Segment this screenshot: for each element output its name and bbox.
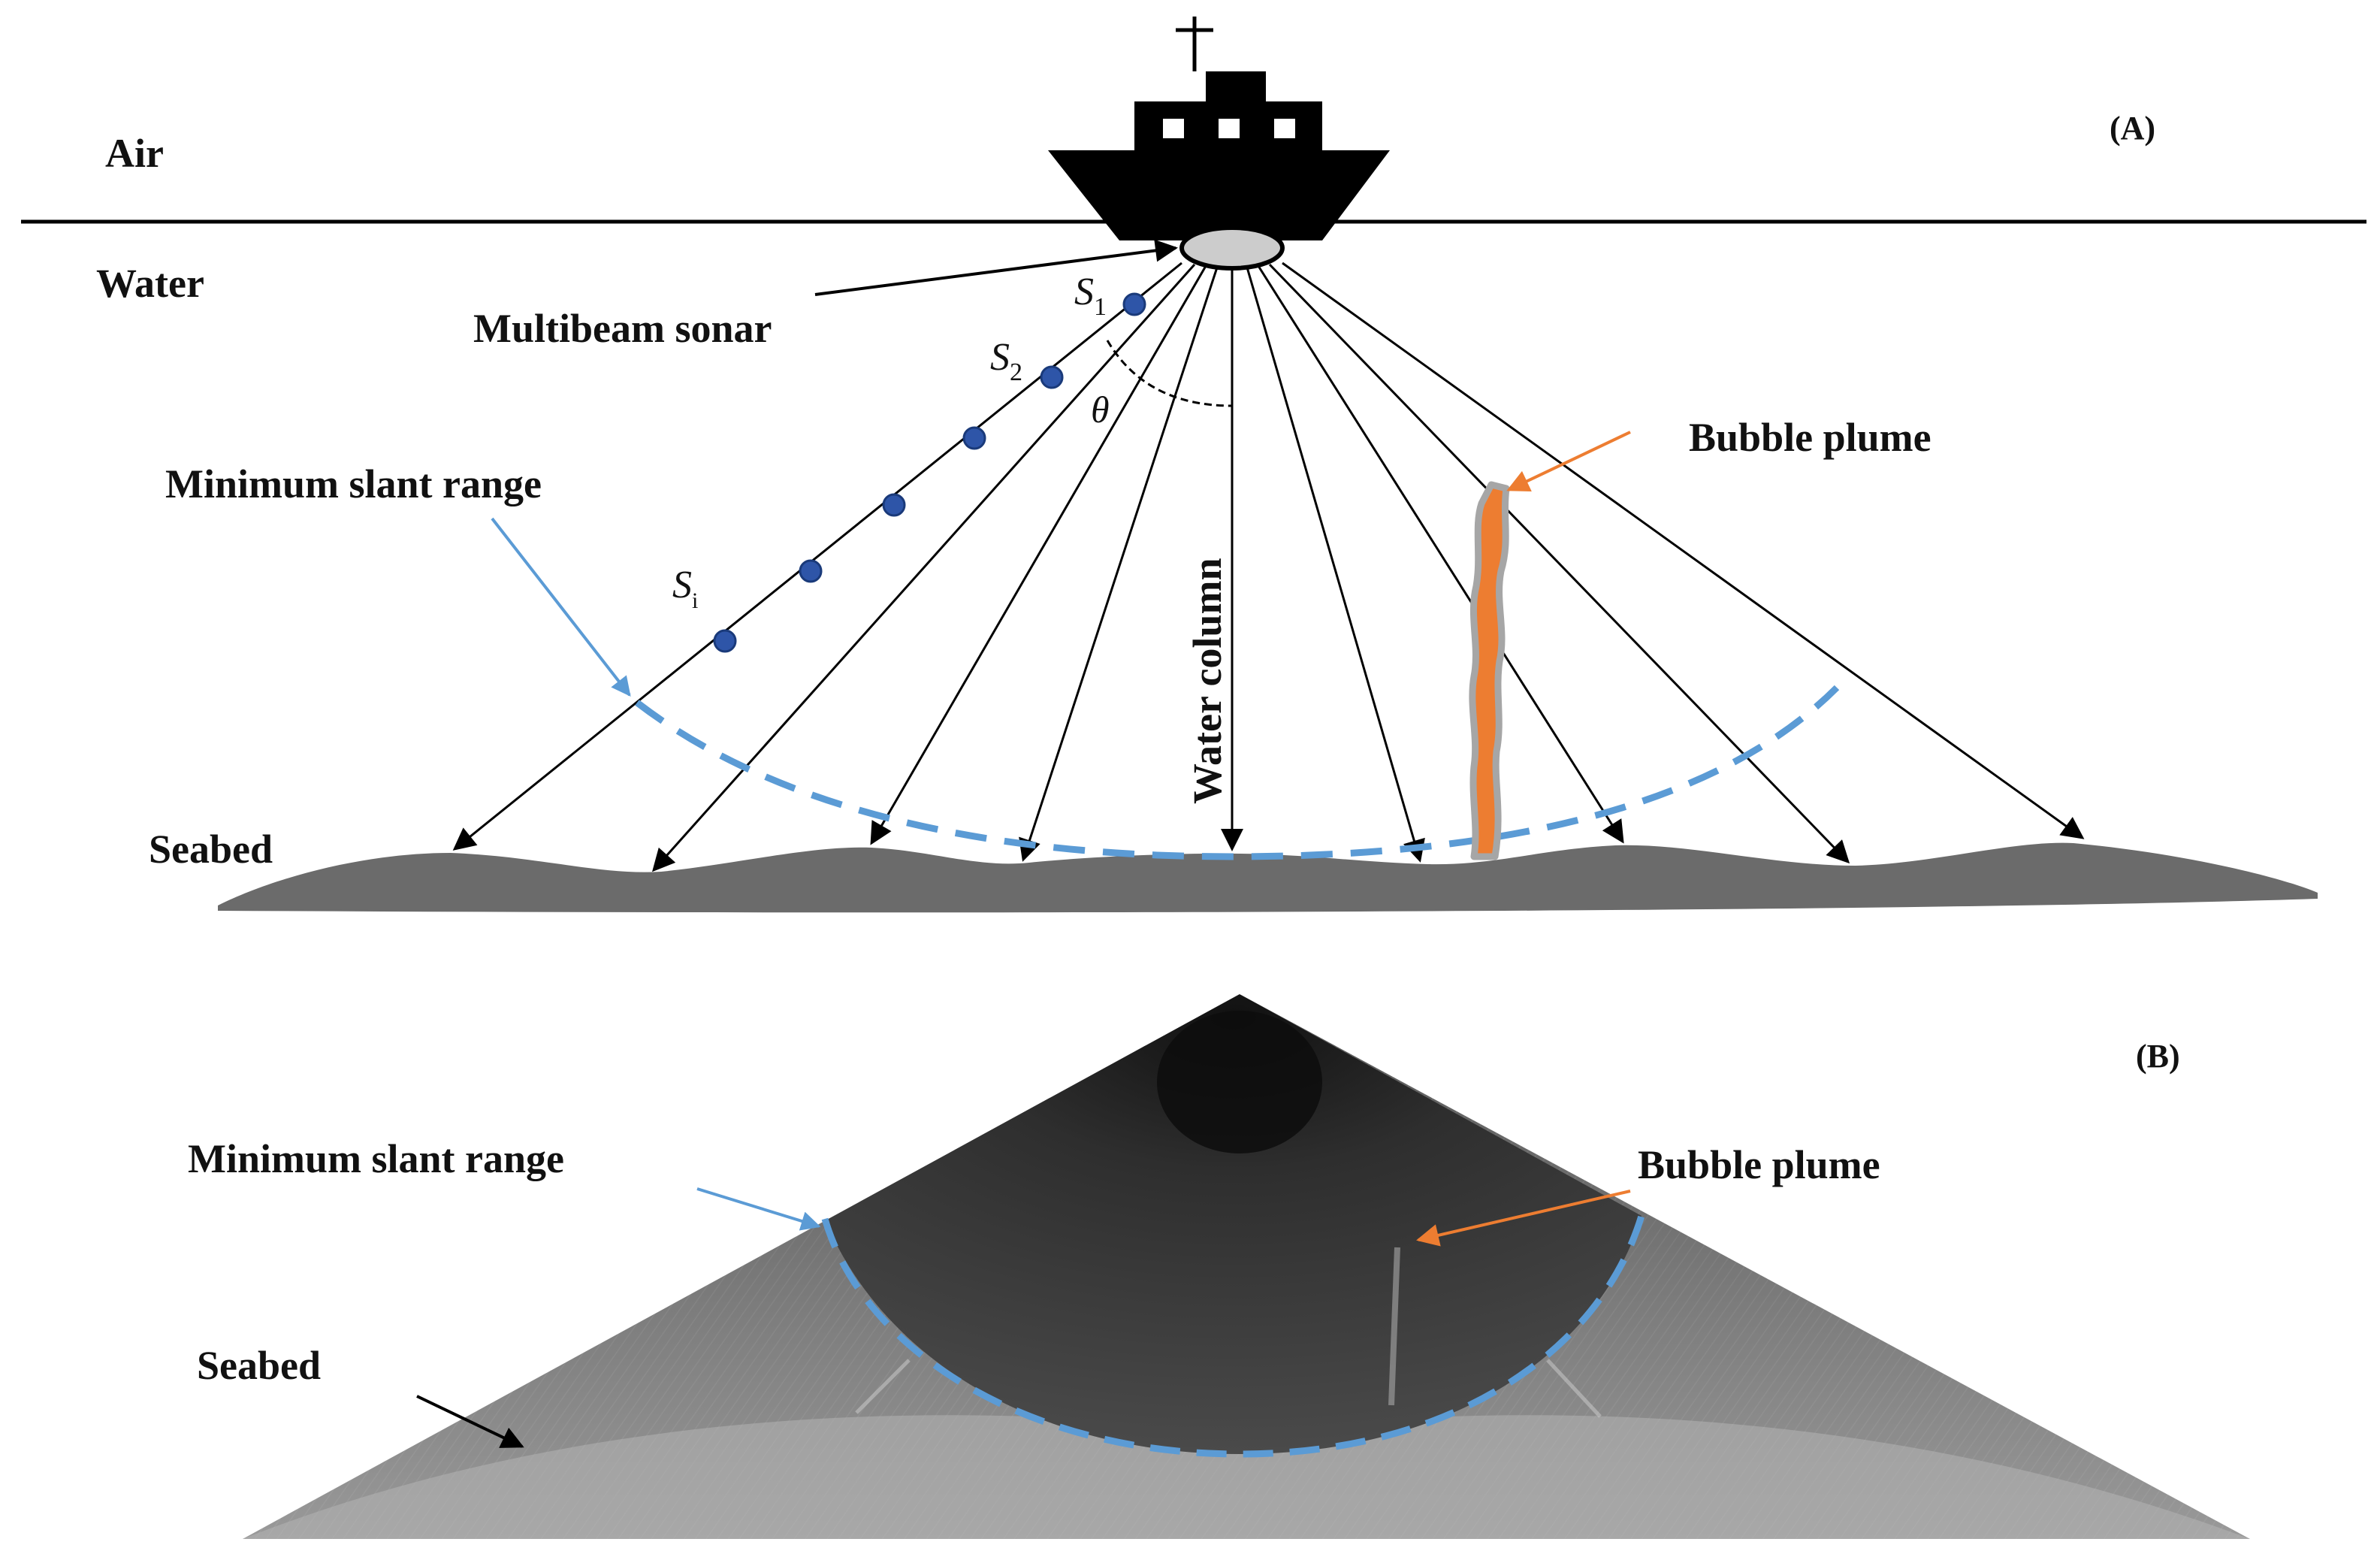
minimum-slant-range-label: Minimum slant range xyxy=(165,461,542,506)
bubble-plume-pointer xyxy=(1506,431,1631,491)
si-label: Si xyxy=(672,564,698,613)
minimum-slant-range-label-b: Minimum slant range xyxy=(188,1136,564,1181)
s2-label: S2 xyxy=(990,336,1022,386)
minimum-slant-range-arc xyxy=(635,685,1840,860)
seabed-label: Seabed xyxy=(149,827,273,872)
bubble-plume-pointer-b xyxy=(1416,1190,1631,1247)
multibeam-sonar-icon xyxy=(1179,225,1285,271)
multibeam-sonar-pointer xyxy=(814,239,1178,296)
beam-9 xyxy=(1282,262,2085,839)
minimum-slant-range-pointer-b xyxy=(696,1187,821,1231)
sample-point xyxy=(882,493,906,517)
theta-label: θ xyxy=(1091,388,1110,431)
sample-point xyxy=(962,426,986,450)
minimum-slant-range-pointer xyxy=(491,517,631,697)
water-column-label: Water column xyxy=(1185,558,1230,804)
beam-1 xyxy=(452,262,1182,851)
panel-a: (A) Air Water xyxy=(21,17,2366,913)
beam-4 xyxy=(1019,267,1219,862)
panel-b: (B) Minimum slant range Bubble plume Sea… xyxy=(188,994,2250,1539)
beam-6 xyxy=(1246,267,1425,863)
panel-a-tag: (A) xyxy=(2110,110,2155,147)
beam-3 xyxy=(870,265,1207,845)
beam-7 xyxy=(1257,265,1624,844)
sonar-fan-image xyxy=(243,994,2250,1539)
panel-b-tag: (B) xyxy=(2136,1038,2180,1075)
sample-point xyxy=(1122,292,1146,316)
bubble-plume-label-b: Bubble plume xyxy=(1638,1142,1880,1187)
air-label: Air xyxy=(105,131,164,176)
multibeam-sonar-label: Multibeam sonar xyxy=(473,306,772,351)
s1-label: S1 xyxy=(1074,271,1107,321)
sample-points xyxy=(713,292,1146,653)
theta-arc xyxy=(1106,340,1233,407)
sonar-beams xyxy=(452,262,2085,872)
sample-point xyxy=(799,559,823,583)
sample-point xyxy=(713,629,737,653)
beam-2 xyxy=(652,264,1196,872)
ship-icon xyxy=(1048,17,1390,240)
bubble-plume-shape xyxy=(1469,481,1510,860)
beam-8 xyxy=(1268,263,1850,864)
seabed-shape xyxy=(218,842,2318,913)
bubble-plume-label: Bubble plume xyxy=(1689,415,1931,460)
seabed-label-b: Seabed xyxy=(197,1343,321,1388)
seabed-pointer-b xyxy=(416,1395,524,1448)
water-label: Water xyxy=(96,261,204,306)
sample-point xyxy=(1040,365,1064,389)
